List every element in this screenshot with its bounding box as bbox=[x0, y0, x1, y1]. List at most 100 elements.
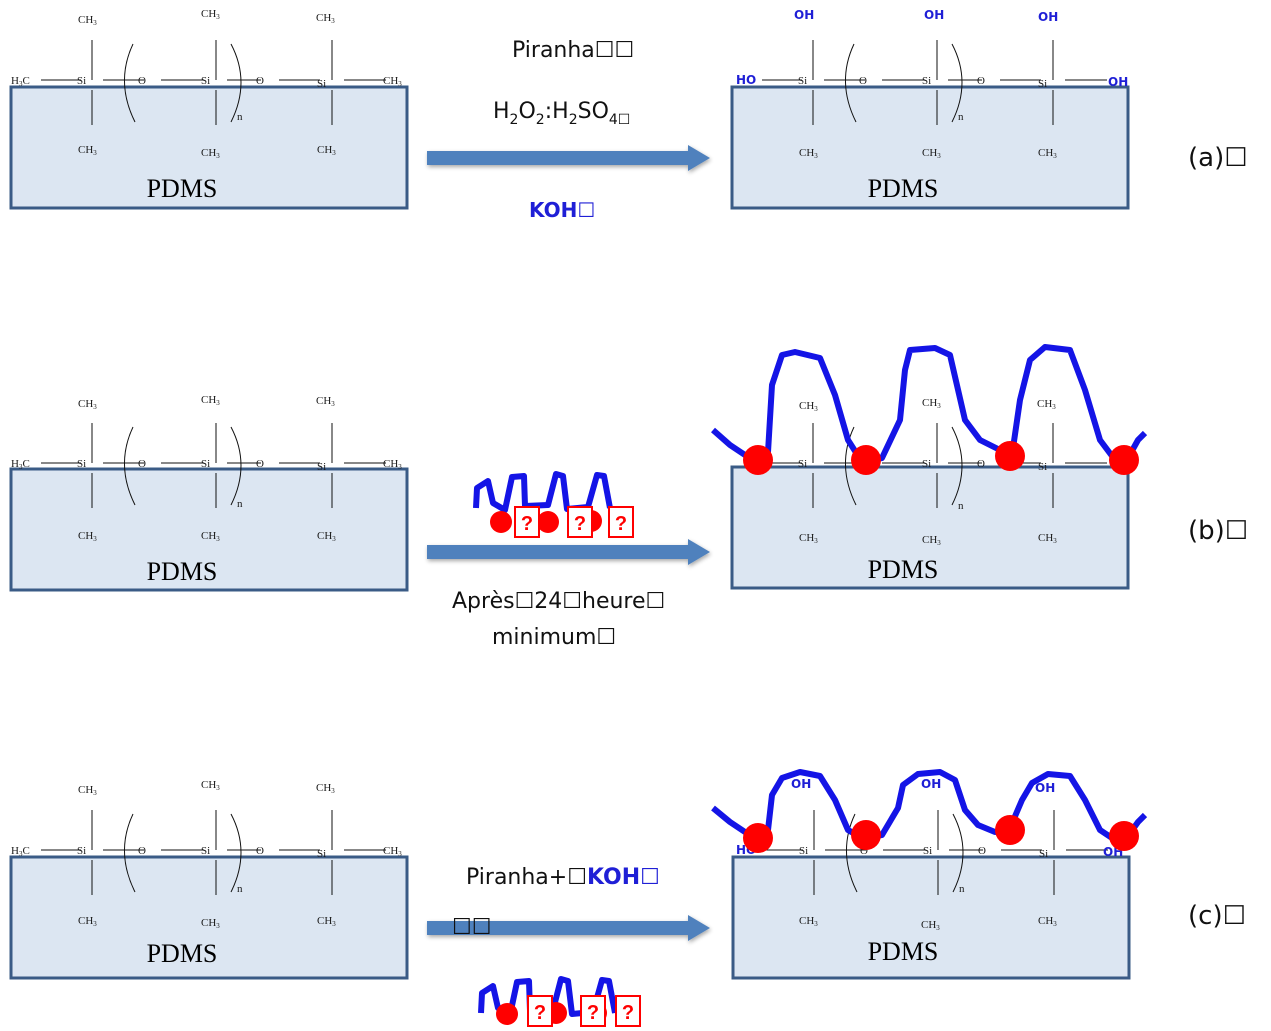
panel-a: PDMS H3C Si Si Si O O CH3 CH3 CH3 CH3 CH… bbox=[9, 8, 1248, 222]
svg-text:CH3: CH3 bbox=[922, 397, 941, 410]
panel-label-b: (b)☐ bbox=[1188, 516, 1248, 546]
svg-text:Si: Si bbox=[317, 848, 326, 860]
svg-text:Si: Si bbox=[77, 75, 86, 87]
substrate-c-left bbox=[9, 855, 409, 980]
svg-text:Si: Si bbox=[1038, 461, 1047, 473]
anchor-bead bbox=[1109, 821, 1139, 851]
svg-text:H3C: H3C bbox=[11, 845, 30, 858]
svg-text:Si: Si bbox=[77, 845, 86, 857]
svg-text:CH3: CH3 bbox=[316, 395, 335, 408]
anchor-bead bbox=[743, 823, 773, 853]
pdms-label: PDMS bbox=[868, 937, 939, 966]
svg-text:Si: Si bbox=[798, 75, 807, 87]
svg-text:O: O bbox=[860, 845, 868, 857]
svg-text:CH3: CH3 bbox=[316, 782, 335, 795]
svg-text:?: ? bbox=[622, 1002, 634, 1024]
time-label-line2: minimum☐ bbox=[492, 625, 616, 650]
svg-text:OH: OH bbox=[921, 777, 941, 791]
svg-text:O: O bbox=[859, 75, 867, 87]
svg-text:H3C: H3C bbox=[11, 458, 30, 471]
svg-text:O: O bbox=[256, 75, 264, 87]
svg-text:CH3: CH3 bbox=[317, 530, 336, 543]
polymer-reagent-icon: ? ? ? bbox=[478, 976, 641, 1027]
svg-text:O: O bbox=[977, 75, 985, 87]
svg-text:n: n bbox=[958, 111, 964, 123]
svg-text:CH3: CH3 bbox=[201, 530, 220, 543]
svg-text:CH3: CH3 bbox=[1038, 147, 1057, 160]
svg-text:Si: Si bbox=[201, 845, 210, 857]
svg-text:CH3: CH3 bbox=[383, 458, 402, 471]
grafted-polymer bbox=[711, 344, 1148, 475]
svg-text:CH3: CH3 bbox=[922, 534, 941, 547]
svg-text:O: O bbox=[138, 75, 146, 87]
panel-b: PDMS H3C Si Si Si O O CH3 CH3 CH3 CH3 CH… bbox=[9, 344, 1248, 650]
time-label-line1: Après☐24☐heure☐ bbox=[452, 589, 665, 614]
svg-text:O: O bbox=[978, 845, 986, 857]
svg-text:Si: Si bbox=[922, 458, 931, 470]
svg-text:CH3: CH3 bbox=[1038, 532, 1057, 545]
substrate-c-right bbox=[731, 855, 1131, 980]
svg-text:Si: Si bbox=[317, 78, 326, 90]
svg-text:CH3: CH3 bbox=[921, 919, 940, 932]
svg-text:CH3: CH3 bbox=[799, 400, 818, 413]
svg-text:CH3: CH3 bbox=[78, 915, 97, 928]
anchor-bead bbox=[995, 441, 1025, 471]
svg-text:CH3: CH3 bbox=[201, 8, 220, 21]
pdms-label: PDMS bbox=[868, 174, 939, 203]
svg-text:n: n bbox=[958, 500, 964, 512]
anchor-bead bbox=[851, 820, 881, 850]
svg-text:Si: Si bbox=[923, 845, 932, 857]
anchor-bead bbox=[995, 815, 1025, 845]
svg-text:Si: Si bbox=[317, 461, 326, 473]
svg-text:CH3: CH3 bbox=[799, 147, 818, 160]
pdms-label: PDMS bbox=[147, 174, 218, 203]
svg-text:CH3: CH3 bbox=[316, 12, 335, 25]
pdms-chain: H3C Si Si Si O O CH3 CH3 CH3 CH3 CH3 CH3… bbox=[11, 779, 402, 930]
hydroxylated-chain: HO Si Si Si O O OH OH OH OH CH3 CH3 CH3 … bbox=[736, 8, 1128, 160]
panel-label-a: (a)☐ bbox=[1188, 143, 1248, 173]
anchor-bead bbox=[1109, 445, 1139, 475]
svg-text:Si: Si bbox=[201, 458, 210, 470]
svg-text:CH3: CH3 bbox=[317, 915, 336, 928]
svg-text:Si: Si bbox=[77, 458, 86, 470]
reagent-formula: H2O2:H2SO4☐ bbox=[493, 99, 630, 128]
panel-label-c: (c)☐ bbox=[1188, 901, 1246, 931]
pdms-chain: H3C Si Si Si O O CH3 CH3 CH3 CH3 CH3 CH3… bbox=[11, 394, 402, 543]
svg-text:?: ? bbox=[534, 1002, 546, 1024]
svg-text:O: O bbox=[138, 845, 146, 857]
koh-label: KOH☐ bbox=[529, 198, 595, 222]
substrate-b-left bbox=[9, 467, 409, 592]
piranha-koh-label: Piranha+☐KOH☐ bbox=[466, 865, 660, 890]
anchor-bead bbox=[851, 445, 881, 475]
pdms-label: PDMS bbox=[147, 939, 218, 968]
svg-text:CH3: CH3 bbox=[201, 779, 220, 792]
reaction-arrow bbox=[427, 539, 710, 565]
svg-text:Si: Si bbox=[1039, 848, 1048, 860]
svg-text:n: n bbox=[237, 111, 243, 123]
svg-text:n: n bbox=[237, 498, 243, 510]
piranha-label: Piranha☐☐ bbox=[512, 38, 634, 63]
svg-text:n: n bbox=[237, 883, 243, 895]
svg-text:O: O bbox=[256, 845, 264, 857]
svg-text:?: ? bbox=[574, 513, 586, 535]
svg-text:OH: OH bbox=[791, 777, 811, 791]
svg-text:OH: OH bbox=[794, 8, 814, 22]
svg-text:?: ? bbox=[521, 513, 533, 535]
svg-text:CH3: CH3 bbox=[1038, 915, 1057, 928]
svg-text:CH3: CH3 bbox=[78, 14, 97, 27]
grafted-polymer bbox=[711, 769, 1148, 853]
svg-text:CH3: CH3 bbox=[799, 532, 818, 545]
svg-text:Si: Si bbox=[922, 75, 931, 87]
polymer-reagent-icon: ? ? ? bbox=[473, 471, 634, 538]
pdms-chain: H3C Si Si Si O O CH3 CH3 CH3 CH3 CH3 CH3… bbox=[11, 8, 402, 160]
svg-text:O: O bbox=[256, 458, 264, 470]
svg-text:CH3: CH3 bbox=[201, 917, 220, 930]
svg-text:CH3: CH3 bbox=[317, 144, 336, 157]
svg-text:OH: OH bbox=[1035, 781, 1055, 795]
svg-text:CH3: CH3 bbox=[201, 394, 220, 407]
svg-text:OH: OH bbox=[1108, 75, 1128, 89]
pdms-label: PDMS bbox=[147, 557, 218, 586]
svg-text:?: ? bbox=[587, 1002, 599, 1024]
svg-text:Si: Si bbox=[798, 458, 807, 470]
